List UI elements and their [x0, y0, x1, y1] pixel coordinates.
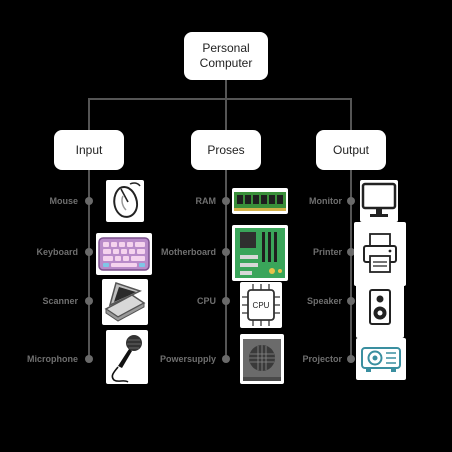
item-label-cpu: CPU [196, 296, 216, 306]
item-label-microphone: Microphone [27, 354, 78, 364]
item-dot [222, 248, 230, 256]
item-label-printer: Printer [312, 247, 342, 257]
connector-horizontal-bar [88, 98, 352, 100]
connector-proses-spine [225, 170, 227, 358]
category-label: Output [332, 142, 370, 157]
category-proses: Proses [191, 130, 261, 170]
category-label: Proses [207, 142, 245, 157]
root-title-line2: Computer [199, 56, 253, 70]
item-label-monitor: Monitor [309, 196, 342, 206]
connector-input-spine [88, 170, 90, 358]
item-label-scanner: Scanner [42, 296, 78, 306]
monitor-icon [360, 180, 398, 222]
item-dot [85, 197, 93, 205]
root-title-line1: Personal [202, 41, 250, 55]
item-label-powersupply: Powersupply [159, 354, 216, 364]
item-dot [222, 355, 230, 363]
motherboard-icon [232, 225, 288, 281]
root-node: Personal Computer [184, 32, 268, 80]
scanner-icon [102, 279, 148, 325]
connector-input-drop [88, 98, 90, 130]
keyboard-icon [96, 233, 152, 275]
item-dot [347, 297, 355, 305]
connector-output-spine [350, 170, 352, 358]
connector-proses-drop [225, 98, 227, 130]
ram-icon [232, 188, 288, 214]
category-input: Input [54, 130, 124, 170]
mouse-icon [106, 180, 144, 222]
item-label-motherboard: Motherboard [161, 247, 216, 257]
item-label-keyboard: Keyboard [36, 247, 78, 257]
item-dot [222, 197, 230, 205]
item-label-projector: Projector [302, 354, 342, 364]
projector-icon [356, 338, 406, 380]
microphone-icon [106, 330, 148, 384]
item-label-ram: RAM [195, 196, 217, 206]
category-label: Input [75, 142, 103, 157]
item-dot [347, 355, 355, 363]
power-supply-icon [240, 334, 284, 384]
item-dot [85, 248, 93, 256]
cpu-chip-text: CPU [253, 301, 270, 310]
category-output: Output [316, 130, 386, 170]
item-label-speaker: Speaker [306, 296, 342, 306]
item-dot [85, 297, 93, 305]
printer-icon [354, 222, 406, 286]
item-label-mouse: Mouse [49, 196, 78, 206]
item-dot [347, 248, 355, 256]
speaker-icon [356, 276, 404, 338]
cpu-icon: CPU [240, 282, 282, 328]
item-dot [85, 355, 93, 363]
connector-output-drop [350, 98, 352, 130]
item-dot [347, 197, 355, 205]
connector-root-stem [225, 80, 227, 99]
item-dot [222, 297, 230, 305]
